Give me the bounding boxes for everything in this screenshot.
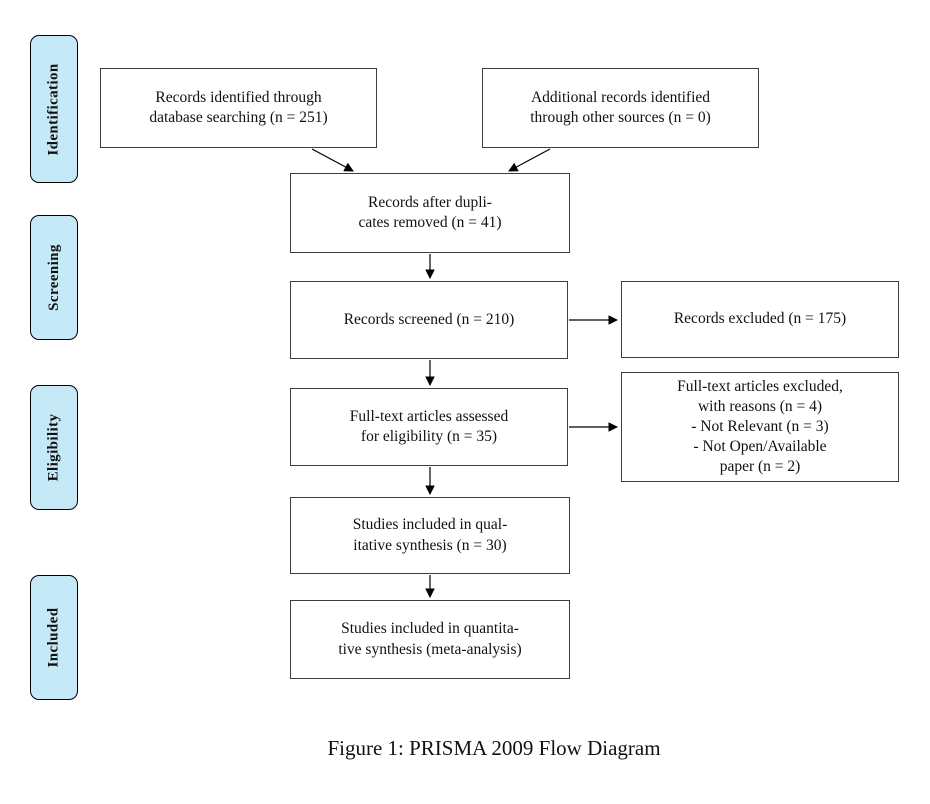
stage-label-eligibility: Eligibility — [30, 385, 78, 510]
box-records-identified: Records identified through database sear… — [100, 68, 377, 148]
box-text-line: Full-text articles excluded, — [677, 378, 843, 396]
box-text-line: Records after dupli- — [368, 193, 492, 211]
stage-label-included: Included — [30, 575, 78, 700]
figure-caption: Figure 1: PRISMA 2009 Flow Diagram — [327, 736, 661, 760]
box-text-line: itative synthesis (n = 30) — [353, 536, 507, 554]
stage-label-text: Identification — [45, 62, 62, 156]
box-fulltext-excluded: Full-text articles excluded, with reason… — [621, 372, 899, 482]
arrow-identified-to-duplicates — [311, 148, 354, 172]
box-text-line: Records screened (n = 210) — [343, 310, 515, 328]
box-qualitative-synthesis: Studies included in qual- itative synthe… — [290, 497, 570, 574]
box-text-line: - Not Relevant (n = 3) — [691, 418, 829, 436]
box-text-line: Records identified through — [155, 88, 322, 106]
box-text-line: Records excluded (n = 175) — [673, 310, 847, 328]
box-records-excluded: Records excluded (n = 175) — [621, 281, 899, 358]
box-quantitative-synthesis: Studies included in quantita- tive synth… — [290, 600, 570, 679]
arrow-additional-to-duplicates — [508, 148, 551, 172]
box-text-line: cates removed (n = 41) — [358, 214, 502, 231]
stage-label-text: Included — [45, 607, 62, 668]
box-text-line: Studies included in qual- — [352, 516, 508, 534]
box-fulltext-assessed: Full-text articles assessed for eligibil… — [290, 388, 568, 466]
box-text-line: - Not Open/Available — [693, 437, 827, 455]
stage-label-text: Screening — [45, 244, 62, 311]
box-text-line: tive synthesis (meta-analysis) — [338, 640, 522, 658]
box-text-line: database searching (n = 251) — [149, 109, 328, 126]
box-text-line: through other sources (n = 0) — [530, 109, 711, 126]
box-text-line: paper (n = 2) — [719, 457, 801, 475]
box-text-line: Full-text articles assessed — [349, 407, 509, 425]
box-text-line: Additional records identified — [530, 88, 711, 106]
stage-label-text: Eligibility — [45, 413, 62, 482]
box-duplicates-removed: Records after dupli- cates removed (n = … — [290, 173, 570, 253]
stage-label-identification: Identification — [30, 35, 78, 183]
box-records-screened: Records screened (n = 210) — [290, 281, 568, 359]
box-text-line: for eligibility (n = 35) — [360, 428, 498, 445]
box-additional-records: Additional records identified through ot… — [482, 68, 759, 148]
stage-label-screening: Screening — [30, 215, 78, 340]
box-text-line: Studies included in quantita- — [341, 620, 519, 638]
box-text-line: with reasons (n = 4) — [697, 398, 823, 416]
